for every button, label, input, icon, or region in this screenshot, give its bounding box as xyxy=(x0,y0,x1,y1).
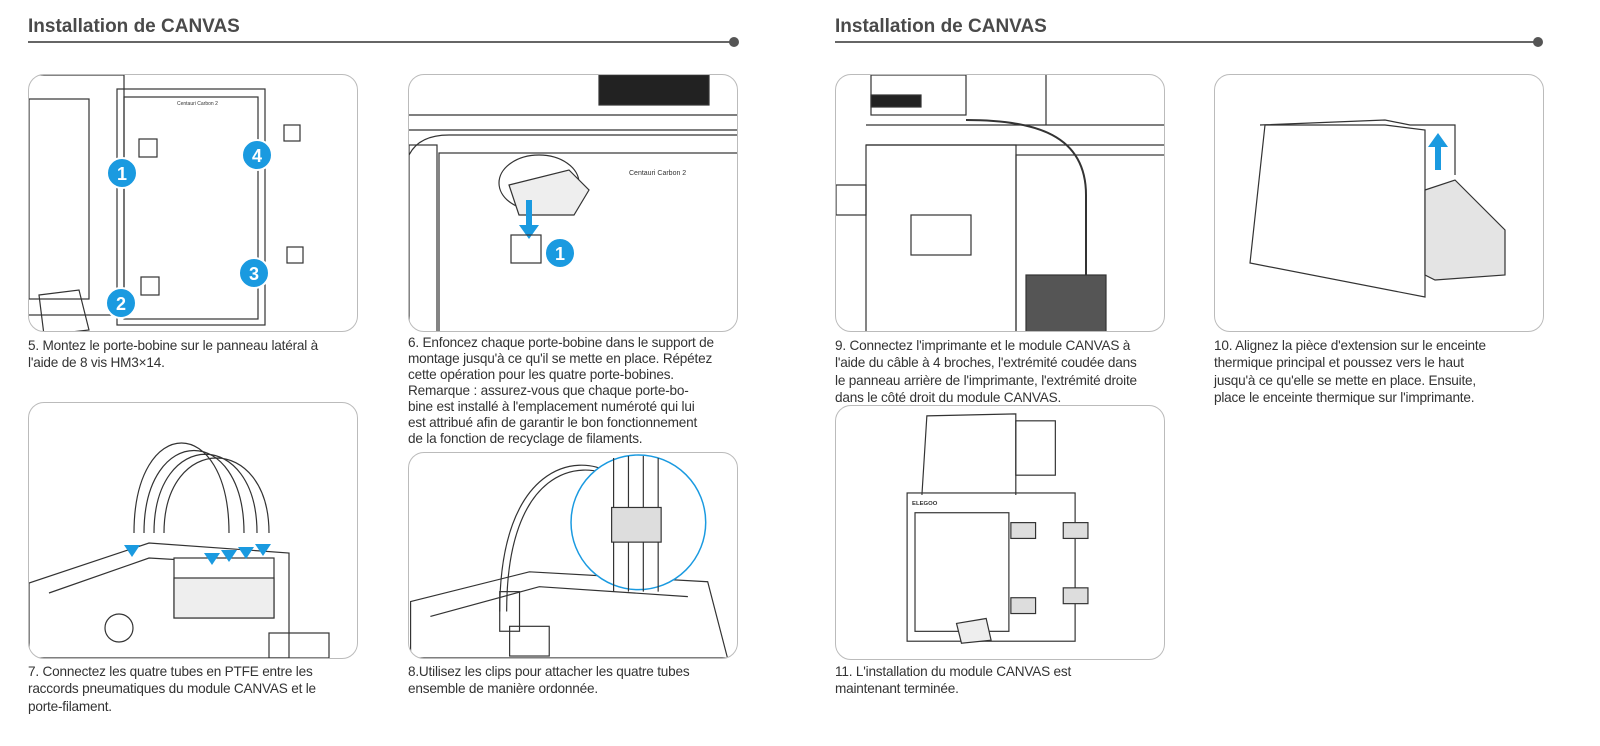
caption-line: 5. Montez le porte-bobine sur le panneau… xyxy=(28,338,319,353)
elegoo-logo: ELEGOO xyxy=(912,501,938,507)
caption-line: raccords pneumatiques du module CANVAS e… xyxy=(28,681,316,697)
step5-caption: 5. Montez le porte-bobine sur le panneau… xyxy=(28,337,318,372)
badge-3: 3 xyxy=(249,264,259,284)
step7-illustration xyxy=(28,402,358,659)
step9-illustration xyxy=(835,74,1165,332)
badge-1: 1 xyxy=(117,164,127,184)
caption-line: est attribué afin de garantir le bon fon… xyxy=(408,415,698,430)
caption-line: montage jusqu'à ce qu'il se mette en pla… xyxy=(408,351,713,366)
step10-caption: 10. Alignez la pièce d'extension sur le … xyxy=(1214,337,1486,407)
title-rule xyxy=(835,41,1537,43)
step6-caption: 6. Enfoncez chaque porte-bobine dans le … xyxy=(408,335,714,447)
caption-line: 10. Alignez la pièce d'extension sur le … xyxy=(1214,338,1486,353)
caption-line: maintenant terminée. xyxy=(835,681,959,697)
caption-line: l'aide de 8 vis HM3×14. xyxy=(28,355,165,371)
page-right-title: Installation de CANVAS xyxy=(835,16,1047,37)
caption-line: jusqu'à ce qu'elle se mette en place. En… xyxy=(1214,372,1476,388)
printer-label: Centauri Carbon 2 xyxy=(177,101,218,107)
caption-line: ensemble de manière ordonnée. xyxy=(408,681,598,697)
caption-line: 8.Utilisez les clips pour attacher les q… xyxy=(408,664,690,679)
title-rule-dot xyxy=(1533,37,1543,47)
step9-caption: 9. Connectez l'imprimante et le module C… xyxy=(835,337,1137,407)
caption-line: thermique principal et poussez vers le h… xyxy=(1214,355,1464,371)
badge-4: 4 xyxy=(252,146,262,166)
caption-line: l'aide du câble à 4 broches, l'extrémité… xyxy=(835,355,1137,371)
caption-line: bine est installé à l'emplacement numéro… xyxy=(408,399,695,414)
page-left-title: Installation de CANVAS xyxy=(28,16,240,37)
caption-line: dans le côté droit du module CANVAS. xyxy=(835,390,1062,406)
badge-1: 1 xyxy=(555,244,565,264)
caption-line: de la fonction de recyclage de filaments… xyxy=(408,431,643,446)
caption-line: le panneau arrière de l'imprimante, l'ex… xyxy=(835,372,1137,388)
caption-line: 6. Enfoncez chaque porte-bobine dans le … xyxy=(408,335,714,350)
title-rule-dot xyxy=(729,37,739,47)
step11-caption: 11. L'installation du module CANVAS est … xyxy=(835,663,1071,698)
title-rule xyxy=(28,41,734,43)
caption-line: Remarque : assurez-vous que chaque porte… xyxy=(408,383,689,398)
step6-illustration: Centauri Carbon 2 1 xyxy=(408,74,738,332)
step10-illustration xyxy=(1214,74,1544,332)
caption-line: 11. L'installation du module CANVAS est xyxy=(835,664,1072,679)
badge-2: 2 xyxy=(116,294,126,314)
caption-line: cette opération pour les quatre porte-bo… xyxy=(408,367,674,382)
printer-label: Centauri Carbon 2 xyxy=(629,170,686,177)
step7-caption: 7. Connectez les quatre tubes en PTFE en… xyxy=(28,663,316,715)
step5-illustration: Centauri Carbon 2 1 2 3 4 xyxy=(28,74,358,332)
caption-line: porte-filament. xyxy=(28,698,112,714)
caption-line: 9. Connectez l'imprimante et le module C… xyxy=(835,338,1131,353)
caption-line: 7. Connectez les quatre tubes en PTFE en… xyxy=(28,664,313,679)
step11-illustration: ELEGOO xyxy=(835,405,1165,660)
caption-line: place le enceinte thermique sur l'imprim… xyxy=(1214,390,1475,406)
step8-illustration xyxy=(408,452,738,659)
step8-caption: 8.Utilisez les clips pour attacher les q… xyxy=(408,663,690,698)
